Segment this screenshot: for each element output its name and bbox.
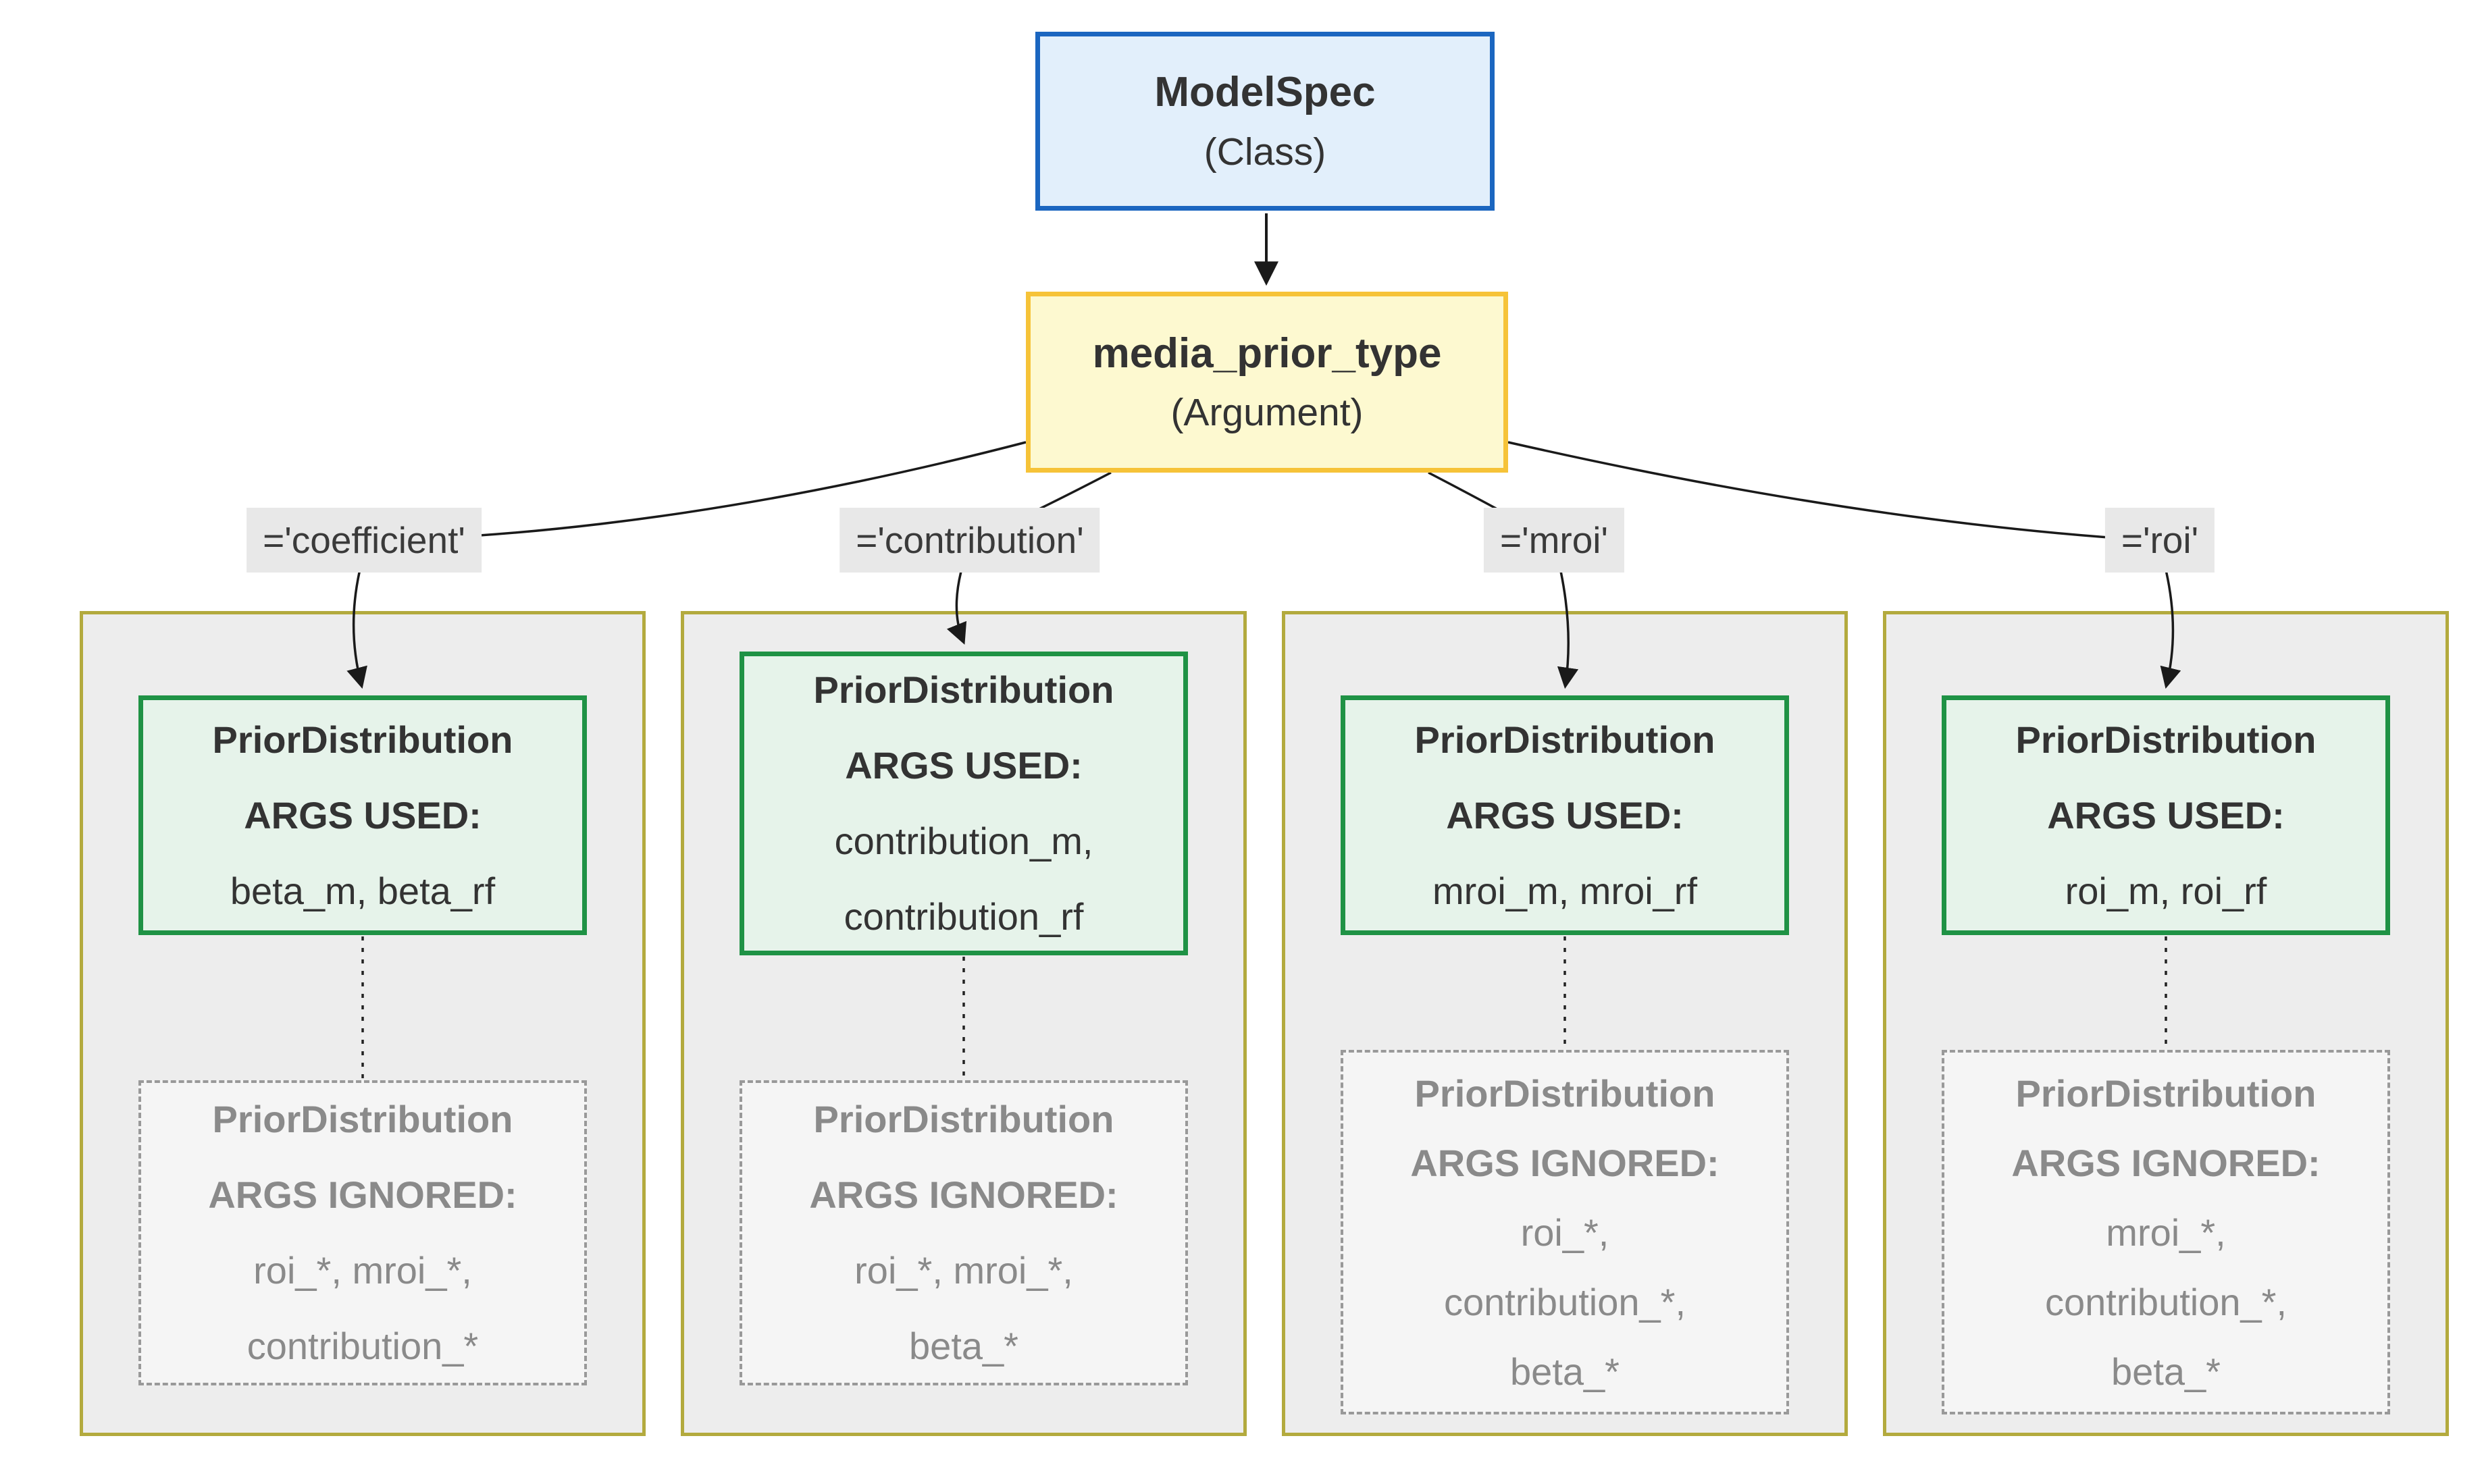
- node-modelspec-title: ModelSpec: [1154, 69, 1376, 116]
- edge-argument-to-coefficient: [346, 441, 1027, 689]
- args-used-args: mroi_m, mroi_rf: [1432, 869, 1698, 912]
- args-ignored-title: PriorDistribution: [1414, 1071, 1715, 1115]
- args-used-args: contribution_rf: [844, 895, 1084, 938]
- args-used-box-roi: PriorDistribution ARGS USED: roi_m, roi_…: [1942, 695, 2390, 935]
- node-modelspec: ModelSpec (Class): [1035, 32, 1495, 211]
- args-used-box-mroi: PriorDistribution ARGS USED: mroi_m, mro…: [1341, 695, 1789, 935]
- args-ignored-heading: ARGS IGNORED:: [2011, 1141, 2321, 1184]
- args-ignored-args: beta_*: [909, 1325, 1018, 1367]
- edge-label-coefficient: ='coefficient': [247, 508, 482, 573]
- args-ignored-box-roi: PriorDistribution ARGS IGNORED: mroi_*, …: [1942, 1050, 2390, 1414]
- args-ignored-box-coefficient: PriorDistribution ARGS IGNORED: roi_*, m…: [138, 1080, 587, 1385]
- args-ignored-args: roi_*, mroi_*,: [854, 1249, 1073, 1292]
- args-used-heading: ARGS USED:: [244, 793, 482, 837]
- edge-argument-to-mroi: [1428, 471, 1579, 689]
- args-used-heading: ARGS USED:: [845, 744, 1083, 787]
- args-ignored-title: PriorDistribution: [813, 1098, 1114, 1140]
- node-modelspec-subtitle: (Class): [1204, 130, 1326, 174]
- edge-label-mroi: ='mroi': [1483, 508, 1625, 573]
- args-ignored-args: beta_*: [1510, 1350, 1620, 1393]
- args-ignored-args: contribution_*: [247, 1325, 479, 1367]
- node-media-prior-type-subtitle: (Argument): [1170, 391, 1364, 435]
- node-media-prior-type: media_prior_type (Argument): [1026, 292, 1508, 473]
- args-used-box-contribution: PriorDistribution ARGS USED: contributio…: [740, 652, 1188, 955]
- args-used-title: PriorDistribution: [2015, 718, 2317, 761]
- args-used-args: beta_m, beta_rf: [230, 869, 496, 912]
- edge-argument-to-roi: [1507, 441, 2181, 689]
- args-used-heading: ARGS USED:: [2047, 793, 2285, 837]
- args-ignored-args: contribution_*,: [2044, 1280, 2287, 1323]
- args-ignored-args: roi_*,: [1520, 1211, 1609, 1254]
- args-ignored-args: roi_*, mroi_*,: [253, 1249, 472, 1292]
- args-ignored-title: PriorDistribution: [212, 1098, 513, 1140]
- args-ignored-heading: ARGS IGNORED:: [208, 1173, 517, 1216]
- edge-label-contribution: ='contribution': [839, 508, 1100, 573]
- args-ignored-box-contribution: PriorDistribution ARGS IGNORED: roi_*, m…: [740, 1080, 1188, 1385]
- node-media-prior-type-title: media_prior_type: [1092, 329, 1442, 377]
- args-ignored-args: beta_*: [2111, 1350, 2221, 1393]
- args-ignored-box-mroi: PriorDistribution ARGS IGNORED: roi_*, c…: [1341, 1050, 1789, 1414]
- args-ignored-args: contribution_*,: [1443, 1280, 1686, 1323]
- args-used-heading: ARGS USED:: [1446, 793, 1684, 837]
- args-ignored-title: PriorDistribution: [2015, 1071, 2317, 1115]
- args-used-title: PriorDistribution: [1414, 718, 1715, 761]
- args-used-box-coefficient: PriorDistribution ARGS USED: beta_m, bet…: [138, 695, 587, 935]
- args-used-args: contribution_m,: [834, 820, 1093, 862]
- args-ignored-heading: ARGS IGNORED:: [1410, 1141, 1719, 1184]
- args-ignored-heading: ARGS IGNORED:: [809, 1173, 1118, 1216]
- args-ignored-args: mroi_*,: [2106, 1211, 2226, 1254]
- args-used-title: PriorDistribution: [212, 718, 513, 761]
- args-used-title: PriorDistribution: [813, 668, 1114, 711]
- edge-label-roi: ='roi': [2104, 508, 2215, 573]
- args-used-args: roi_m, roi_rf: [2065, 869, 2267, 912]
